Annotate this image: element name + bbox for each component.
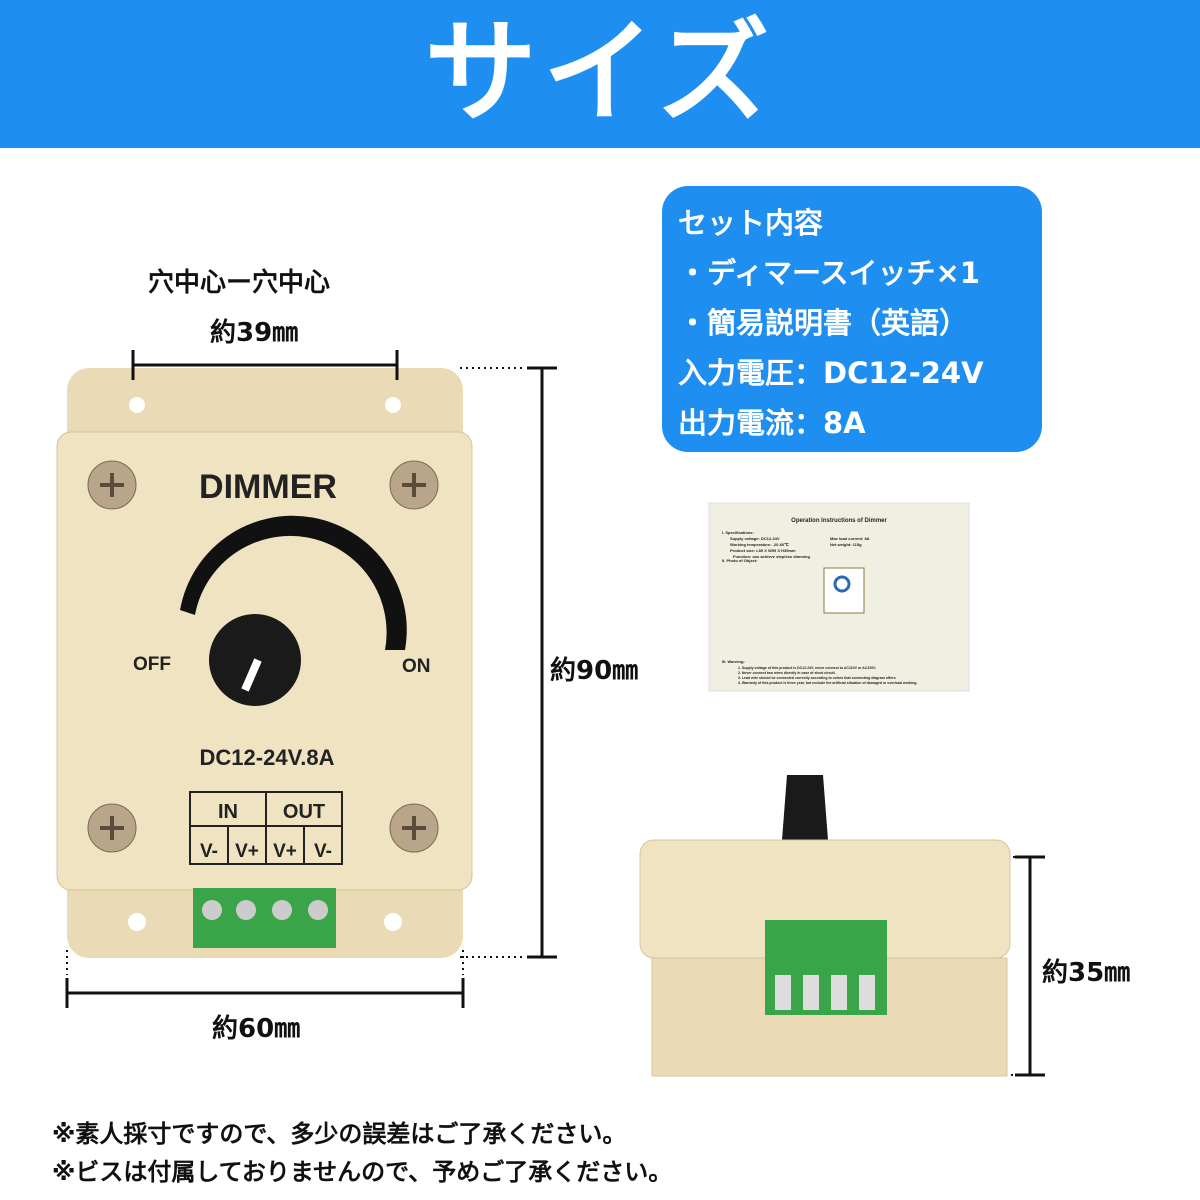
depth-label: 約35㎜ — [1042, 958, 1131, 988]
manual-text: Max load current: 8A — [830, 536, 870, 541]
note: ※素人採寸ですので、多少の誤差はご了承ください。 — [52, 1120, 627, 1148]
manual-text: Supply voltage: DC12-24V — [730, 536, 780, 541]
mounting-hole — [385, 397, 401, 413]
terminal-label: V- — [314, 841, 332, 862]
manual-heading: I. Specifications: — [722, 530, 754, 535]
width-label: 約60㎜ — [212, 1014, 301, 1044]
hole-distance-value: 約39㎜ — [210, 318, 299, 348]
terminal-label: V+ — [273, 841, 297, 862]
terminal-slot — [803, 975, 819, 1010]
screw-icon — [389, 460, 439, 510]
terminal-screw-icon — [308, 900, 328, 920]
manual-text: 3. Lead wire should be connected correct… — [738, 676, 897, 680]
manual-text: 1. Supply voltage of this product is DC1… — [738, 666, 876, 670]
manual-text: Function: can achieve stepless dimming — [733, 554, 810, 559]
terminal-slot — [859, 975, 875, 1010]
terminal-screw-icon — [272, 900, 292, 920]
output-current: 出力電流：8A — [678, 406, 866, 440]
rotate-icon — [833, 575, 851, 593]
on-label: ON — [402, 656, 431, 677]
manual-title: Operation Instructions of Dimmer — [791, 518, 887, 524]
header-banner — [0, 0, 1200, 148]
screw-icon — [389, 803, 439, 853]
rating-label: DC12-24V.8A — [200, 745, 335, 770]
terminal-table — [189, 791, 343, 865]
terminal-screw-icon — [236, 900, 256, 920]
height-label: 約90㎜ — [550, 656, 639, 686]
terminal-slot — [775, 975, 791, 1010]
dimension-lines — [65, 350, 1045, 1077]
input-voltage: 入力電圧：DC12-24V — [678, 356, 984, 390]
manual-text: 2. Never connect two wires directly in c… — [738, 671, 836, 675]
off-label: OFF — [133, 654, 171, 675]
manual-text: Working temperature: -20-60℃ — [730, 542, 789, 547]
note: ※ビスは付属しておりませんので、予めご了承ください。 — [52, 1158, 673, 1186]
instruction-manual: Operation Instructions of Dimmer I. Spec… — [708, 502, 970, 692]
dimmer-arc — [180, 515, 407, 650]
mounting-hole — [129, 397, 145, 413]
page-title: サイズ — [424, 8, 776, 138]
knob-indicator — [241, 658, 262, 692]
hole-distance-label: 穴中心ー穴中心 — [148, 268, 331, 298]
mounting-hole — [384, 913, 402, 931]
out-label: OUT — [283, 801, 325, 823]
info-item: ・ディマースイッチ×1 — [678, 256, 980, 290]
terminal-screw-icon — [202, 900, 222, 920]
screw-icon — [87, 803, 137, 853]
screw-icon — [87, 460, 137, 510]
manual-text: 4. Warranty of this product is three yea… — [738, 681, 917, 685]
terminal-label: V+ — [235, 841, 259, 862]
manual-text: Product size: L89 X W59 X H35mm — [730, 548, 796, 553]
info-heading: セット内容 — [678, 206, 824, 240]
manual-text: Net weight: 115g — [830, 542, 862, 547]
knob-side — [782, 775, 828, 840]
side-device — [639, 775, 1011, 1077]
device-brand: DIMMER — [199, 468, 337, 506]
manual-heading: III. Warning: — [722, 659, 745, 664]
info-item: ・簡易説明書（英語） — [678, 306, 969, 340]
front-device: DIMMER OFF ON DC12-24V.8A IN OUT V- V+ V… — [56, 368, 473, 958]
terminal-slot — [831, 975, 847, 1010]
mounting-hole — [128, 913, 146, 931]
manual-heading: II. Photo of Object: — [722, 558, 758, 563]
in-label: IN — [218, 801, 238, 823]
info-box: セット内容 ・ディマースイッチ×1 ・簡易説明書（英語） 入力電圧：DC12-2… — [662, 186, 1042, 452]
terminal-label: V- — [200, 841, 218, 862]
